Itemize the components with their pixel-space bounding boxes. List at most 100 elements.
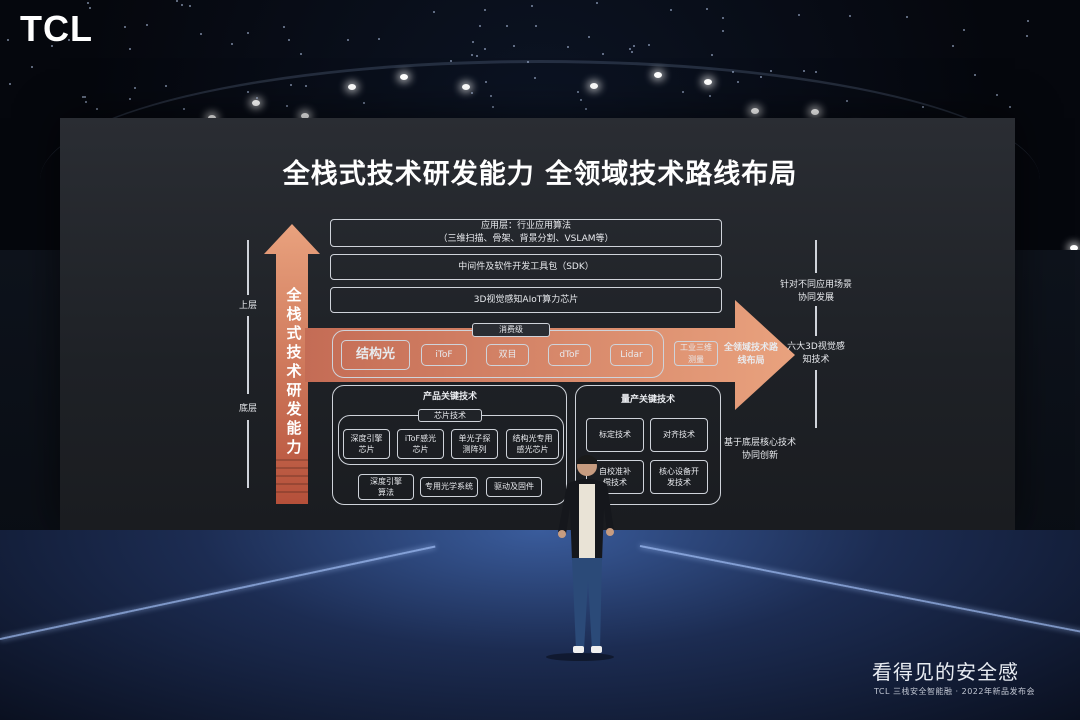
ceiling-star xyxy=(849,15,851,17)
app-layer-box: 应用层：行业应用算法 （三维扫描、骨架、背景分割、VSLAM等） xyxy=(330,219,722,247)
chip-item-itof-sensor: iToF感光芯片 xyxy=(397,429,444,459)
ceiling-star xyxy=(231,43,233,45)
ceiling-star xyxy=(846,100,848,102)
ceiling-star xyxy=(670,9,672,11)
ceiling-star xyxy=(247,32,249,34)
ceiling-star xyxy=(288,39,290,41)
vertical-arrow xyxy=(264,224,320,504)
app-layer-line2: （三维扫描、骨架、背景分割、VSLAM等） xyxy=(438,234,614,244)
ceiling-star xyxy=(534,77,536,79)
ceiling-star xyxy=(737,81,739,83)
ceiling-star xyxy=(492,106,494,108)
ceiling-star xyxy=(596,2,598,4)
ceiling-star xyxy=(68,39,70,41)
app-layer-line1: 应用层：行业应用算法 xyxy=(480,221,571,232)
consumer-item-dtof: dToF xyxy=(548,344,591,366)
ceiling-star xyxy=(165,85,167,87)
ceiling-star xyxy=(484,48,486,50)
ceiling-star xyxy=(585,108,587,110)
lighting-truss xyxy=(40,60,1040,180)
mass-prod-tech-title: 量产关键技术 xyxy=(620,395,675,405)
product-key-tech-title: 产品关键技术 xyxy=(422,392,477,402)
ceiling-star xyxy=(722,30,724,32)
ceiling-star xyxy=(183,108,185,110)
ceiling-star xyxy=(283,26,285,28)
ceiling-star xyxy=(648,44,650,46)
ceiling-star xyxy=(471,54,473,56)
ceiling-star xyxy=(347,39,349,41)
stage-light xyxy=(1070,245,1078,251)
ceiling-star xyxy=(134,87,136,89)
industrial-measure-box: 工业三维测量 xyxy=(674,341,718,366)
ceiling-star xyxy=(200,33,202,35)
ceiling-star xyxy=(631,51,633,53)
ceiling-star xyxy=(706,8,708,10)
product-item-optics: 专用光学系统 xyxy=(420,477,478,497)
ceiling-star xyxy=(129,48,131,50)
ceiling-star xyxy=(85,101,87,103)
ceiling-star xyxy=(577,91,579,93)
right-axis-line-lower xyxy=(815,370,817,428)
chip-item-depth-engine: 深度引擎芯片 xyxy=(343,429,390,459)
vertical-arrow-label: 全栈式技术研发能力 xyxy=(286,286,302,456)
stage-light xyxy=(400,74,408,80)
ceiling-star xyxy=(96,108,98,110)
ceiling-star xyxy=(602,53,604,55)
stage-light xyxy=(704,79,712,85)
stage-light xyxy=(462,84,470,90)
mass-item-calibration: 标定技术 xyxy=(586,418,644,452)
ceiling-star xyxy=(129,98,131,100)
left-axis-line-top xyxy=(247,240,249,295)
consumer-item-binocular: 双目 xyxy=(486,344,529,366)
ceiling-star xyxy=(485,81,487,83)
ceiling-star xyxy=(531,5,533,7)
ceiling-star xyxy=(450,60,452,62)
stage-light xyxy=(348,84,356,90)
ceiling-star xyxy=(535,25,537,27)
middleware-box: 中间件及软件开发工具包（SDK） xyxy=(330,254,722,280)
ceiling-star xyxy=(629,48,631,50)
ceiling-star xyxy=(815,71,817,73)
ceiling-star xyxy=(51,45,53,47)
ceiling-star xyxy=(87,2,89,4)
right-bottom-label: 基于底层核心技术协同创新 xyxy=(723,438,796,461)
ceiling-star xyxy=(181,4,183,6)
event-tagline: 看得见的安全感 xyxy=(872,660,1019,684)
ceiling-star xyxy=(471,92,473,94)
ceiling-star xyxy=(84,96,86,98)
product-item-driver: 驱动及固件 xyxy=(486,477,542,497)
ceiling-star xyxy=(963,29,965,31)
mass-item-self-calibration: 自校准补偿技术 xyxy=(586,460,644,494)
ceiling-star xyxy=(476,55,478,57)
chip-item-spad-array: 单光子探测阵列 xyxy=(451,429,498,459)
ceiling-star xyxy=(803,70,805,72)
ceiling-star xyxy=(378,38,380,40)
chip-layer-box: 3D视觉感知AIoT算力芯片 xyxy=(330,287,722,313)
ceiling-star xyxy=(906,16,908,18)
chip-tech-label: 芯片技术 xyxy=(418,409,482,422)
ceiling-star xyxy=(527,61,529,63)
ceiling-star xyxy=(479,25,481,27)
ceiling-star xyxy=(633,45,635,47)
bottom-label: 底层 xyxy=(238,404,257,414)
ceiling-star xyxy=(732,71,734,73)
ceiling-star xyxy=(363,102,365,104)
ceiling-star xyxy=(124,26,126,28)
left-axis-line-bottom xyxy=(247,420,249,488)
stage-light xyxy=(301,113,309,119)
ceiling-star xyxy=(89,7,91,9)
consumer-item-structured-light: 结构光 xyxy=(341,340,410,370)
ceiling-star xyxy=(580,99,582,101)
stage-light xyxy=(252,100,260,106)
horizontal-arrow xyxy=(305,300,795,410)
ceiling-star xyxy=(513,45,515,47)
ceiling-star xyxy=(974,74,976,76)
ceiling-star xyxy=(472,41,474,43)
event-subtagline: TCL 三栈安全智能融 · 2022年新品发布会 xyxy=(874,687,1035,696)
ceiling-star xyxy=(682,91,684,93)
stage-wall-right xyxy=(1015,250,1080,550)
ceiling-star xyxy=(588,36,590,38)
ceiling-star xyxy=(506,25,508,27)
right-mid-label: 六大3D视觉感知技术 xyxy=(787,342,845,365)
mass-item-core-equipment: 核心设备开发技术 xyxy=(650,460,708,494)
